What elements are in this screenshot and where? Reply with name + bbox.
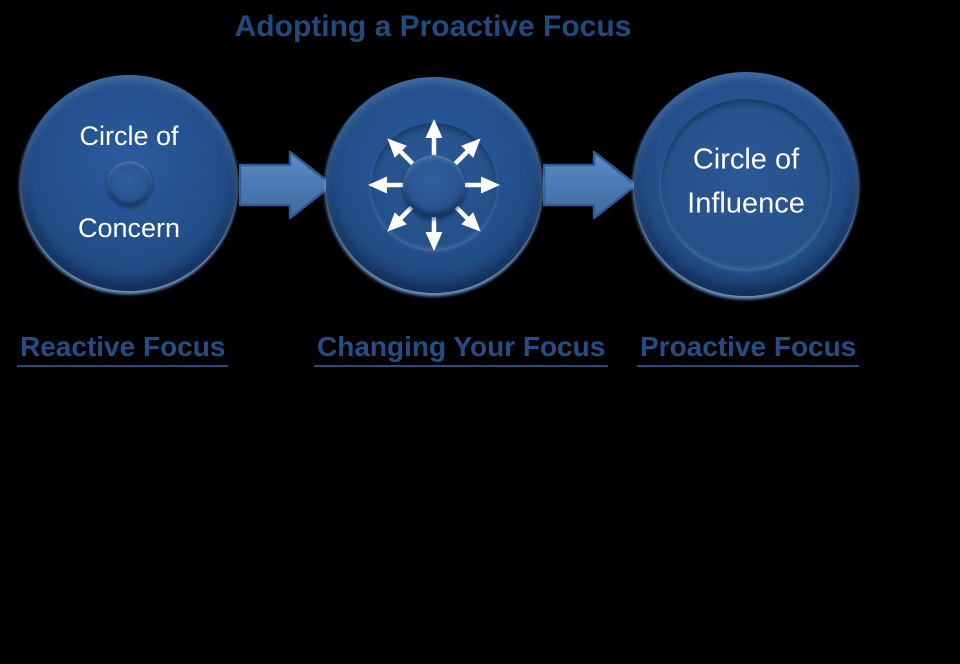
circle-text-line2: Influence xyxy=(687,187,805,220)
flow-arrow-right-icon xyxy=(239,150,334,220)
circle-text-line2: Concern xyxy=(77,213,181,243)
circle-text-line1: Circle of xyxy=(692,143,800,176)
circle-of-concern: Circle of Concern xyxy=(21,75,237,291)
stage-label-changing-your-focus: Changing Your Focus xyxy=(314,331,609,367)
small-inner-circle xyxy=(107,161,152,206)
circle-of-influence: Circle of Influence xyxy=(634,72,858,296)
circle-text-line1: Circle of xyxy=(79,121,179,151)
stage-label-proactive-focus: Proactive Focus xyxy=(637,331,860,367)
circle-text-block: Circle of Influence xyxy=(634,137,858,225)
inner-circle xyxy=(661,99,831,269)
slide-title: Adopting a Proactive Focus xyxy=(234,10,632,43)
changing-focus-circle xyxy=(326,77,542,293)
center-circle xyxy=(403,155,465,217)
stage-label-reactive-focus: Reactive Focus xyxy=(17,331,229,367)
flow-arrow-right-icon xyxy=(543,150,638,220)
